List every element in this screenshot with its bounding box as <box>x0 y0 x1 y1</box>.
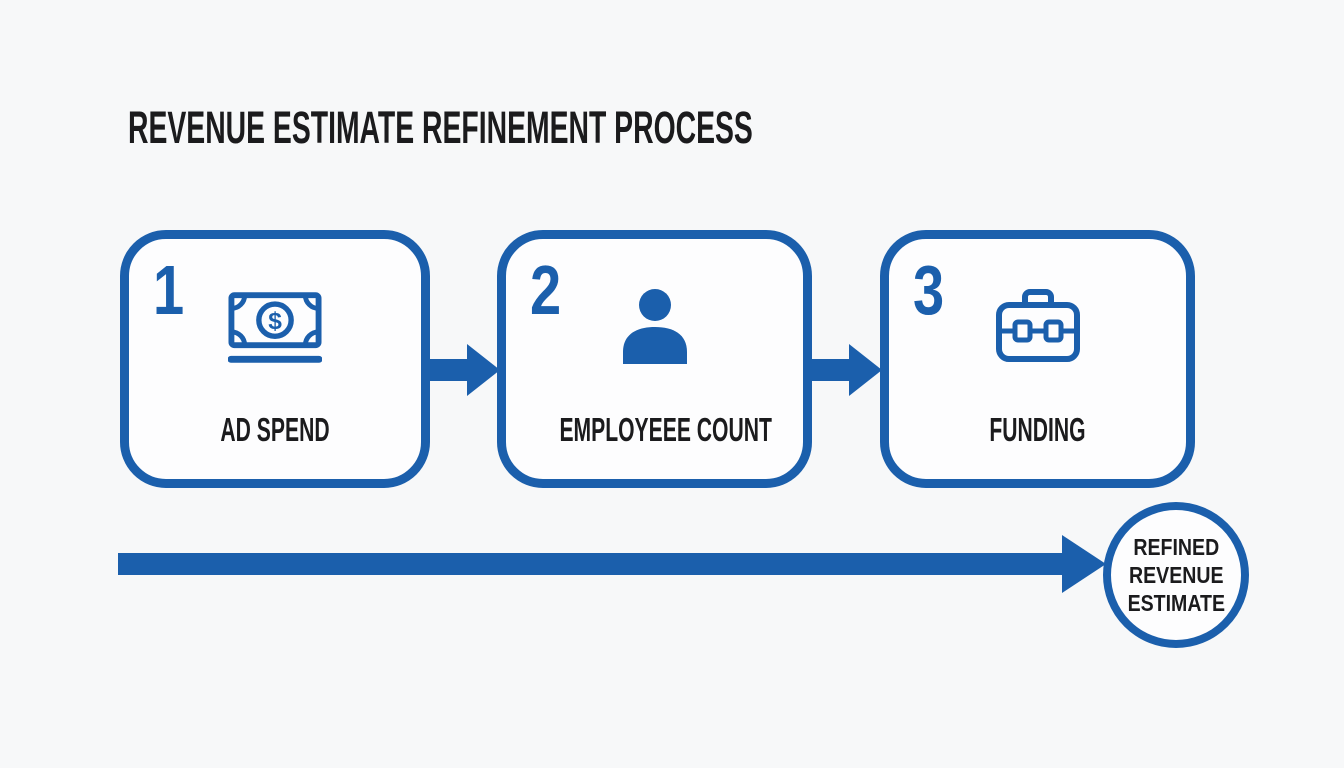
briefcase-icon <box>995 285 1081 370</box>
step-box-funding: 3 FUNDING <box>880 230 1195 488</box>
step-label: AD SPEND <box>220 411 330 448</box>
result-line: REFINED <box>1133 533 1219 560</box>
money-bill-icon: $ <box>227 291 323 370</box>
result-circle: REFINED REVENUE ESTIMATE <box>1103 502 1249 648</box>
step-number: 2 <box>530 251 562 329</box>
page-title: REVENUE ESTIMATE REFINEMENT PROCESS <box>128 102 753 153</box>
step-box-ad-spend: 1 $ AD SPEND <box>120 230 430 488</box>
person-icon <box>618 289 692 370</box>
step-label: FUNDING <box>989 411 1086 448</box>
step-number: 3 <box>913 251 945 329</box>
step-label: EMPLOYEEE COUNT <box>559 411 772 448</box>
step-box-employee-count: 2 EMPLOYEEE COUNT <box>497 230 812 488</box>
result-label: REFINED REVENUE ESTIMATE <box>1127 533 1224 617</box>
result-line: ESTIMATE <box>1127 590 1225 617</box>
svg-text:$: $ <box>268 308 282 335</box>
arrow-right-icon <box>430 341 500 404</box>
result-line: REVENUE <box>1128 561 1224 588</box>
step-number: 1 <box>153 251 185 329</box>
arrow-right-icon <box>812 341 882 404</box>
timeline-arrow-icon <box>118 534 1106 599</box>
